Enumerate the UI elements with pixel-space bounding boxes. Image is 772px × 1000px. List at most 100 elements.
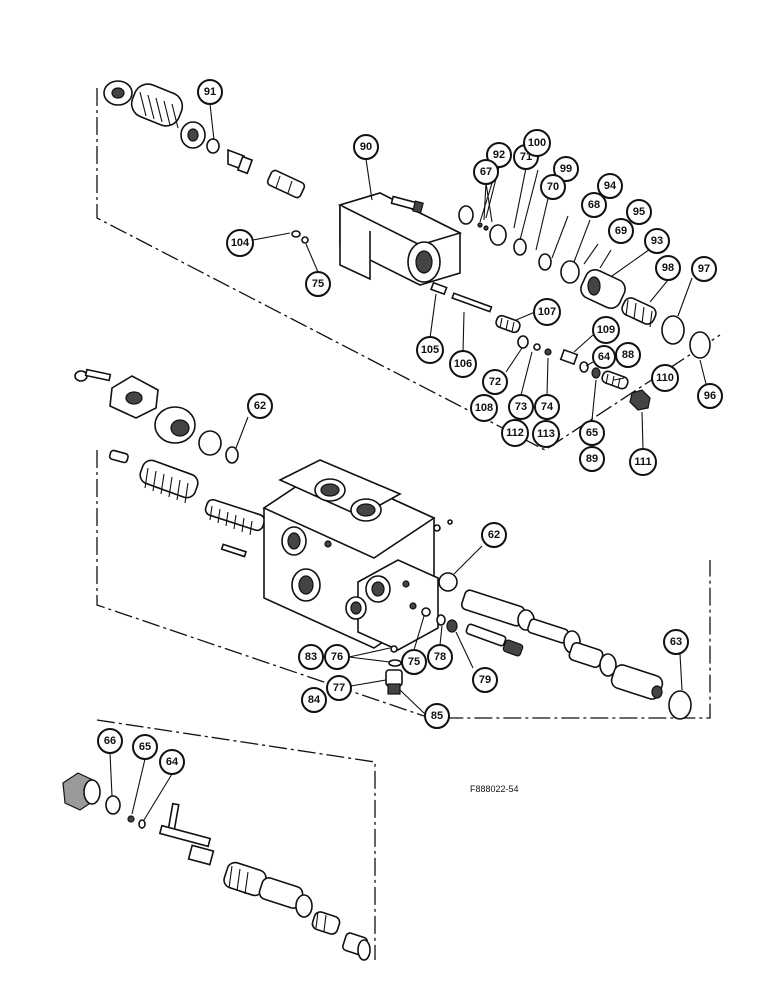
middle-spring-small [204,498,266,536]
svg-text:67: 67 [480,166,492,178]
svg-text:83: 83 [305,651,317,663]
callout-62-right: 62 [481,522,507,548]
callout-109: 109 [592,316,620,344]
callout-76: 76 [324,644,350,670]
callout-66: 66 [97,728,123,754]
callout-65-upper: 65 [579,420,605,446]
sleeve-109 [559,348,579,366]
svg-text:108: 108 [475,402,493,414]
callout-104: 104 [226,229,254,257]
callout-73: 73 [508,394,534,420]
snap-ring-96 [689,331,711,359]
o-ring-63 [668,690,692,720]
svg-text:92: 92 [493,149,505,161]
svg-text:65: 65 [586,427,598,439]
callout-63: 63 [663,629,689,655]
callout-68: 68 [581,192,607,218]
callout-111: 111 [629,448,657,476]
cap-97 [661,315,685,345]
lower-sleeve [311,911,341,935]
svg-text:95: 95 [633,206,645,218]
callout-74: 74 [534,394,560,420]
ball-74 [544,348,552,356]
svg-text:96: 96 [704,390,716,402]
svg-text:72: 72 [489,376,501,388]
guide-pin [108,449,129,464]
callout-107: 107 [533,298,561,326]
callout-67: 67 [473,159,499,185]
plunger-79 [465,623,524,657]
callout-64-upper: 64 [592,345,616,369]
svg-text:110: 110 [656,372,674,384]
nut-111 [629,389,651,411]
ring-70 [513,238,527,256]
washer-upper-right [458,205,474,225]
callout-97: 97 [691,256,717,282]
svg-text:79: 79 [479,674,491,686]
callout-113: 113 [532,420,560,448]
svg-text:91: 91 [204,86,216,98]
main-valve-housing [262,459,439,651]
callout-91: 91 [197,79,223,105]
svg-text:62: 62 [254,400,266,412]
adjust-screw [74,368,112,382]
svg-text:98: 98 [662,262,674,274]
svg-text:77: 77 [333,682,345,694]
ball-76 [390,645,398,653]
svg-text:70: 70 [547,181,559,193]
callout-95: 95 [626,199,652,225]
svg-text:100: 100 [528,137,546,149]
callout-106: 106 [449,350,477,378]
o-ring-75-middle [421,607,431,617]
cylinder-93 [580,269,626,309]
svg-text:94: 94 [604,180,617,192]
roll-pin [220,543,248,558]
callout-105: 105 [416,336,444,364]
middle-spring-large [139,459,199,504]
ball-67 [477,222,483,228]
svg-text:76: 76 [331,651,343,663]
lower-spool [223,861,313,918]
callout-75-upper: 75 [305,271,331,297]
svg-text:89: 89 [586,453,598,465]
washer-108 [517,335,529,349]
callout-110: 110 [651,364,679,392]
check-ball-upper [433,524,441,532]
svg-text:97: 97 [698,263,710,275]
callout-94: 94 [597,173,623,199]
callout-85: 85 [424,703,450,729]
lower-stem [158,824,215,866]
o-ring-62-right [438,572,458,592]
o-ring-62-left [225,446,239,464]
svg-text:65: 65 [139,741,151,753]
figure-id: F888022-54 [470,784,519,794]
upper-plunger [227,148,254,175]
piston-cup [154,406,196,444]
fitting-85 [385,669,403,695]
callout-78: 78 [427,644,453,670]
o-ring-66 [105,795,121,815]
svg-text:109: 109 [597,324,615,336]
callout-89: 89 [579,446,605,472]
callout-62-left: 62 [247,393,273,419]
rod-106 [451,292,493,313]
callout-88: 88 [615,342,641,368]
callout-70: 70 [540,174,566,200]
callout-75-middle: 75 [401,649,427,675]
svg-text:69: 69 [615,225,627,237]
ring-68 [538,253,552,271]
svg-text:113: 113 [537,428,555,440]
body-bolt [390,195,424,214]
o-ring-64-upper [579,361,589,373]
callout-90: 90 [353,134,379,160]
svg-text:73: 73 [515,401,527,413]
callout-92: 92 [486,142,512,168]
callout-99: 99 [553,156,579,182]
o-ring-104 [291,230,301,238]
callout-64-lower: 64 [159,749,185,775]
svg-text:78: 78 [434,651,446,663]
callout-98: 98 [655,255,681,281]
seal-ring-71 [489,224,507,246]
lower-assembly-frame [96,719,376,960]
svg-text:63: 63 [670,636,682,648]
